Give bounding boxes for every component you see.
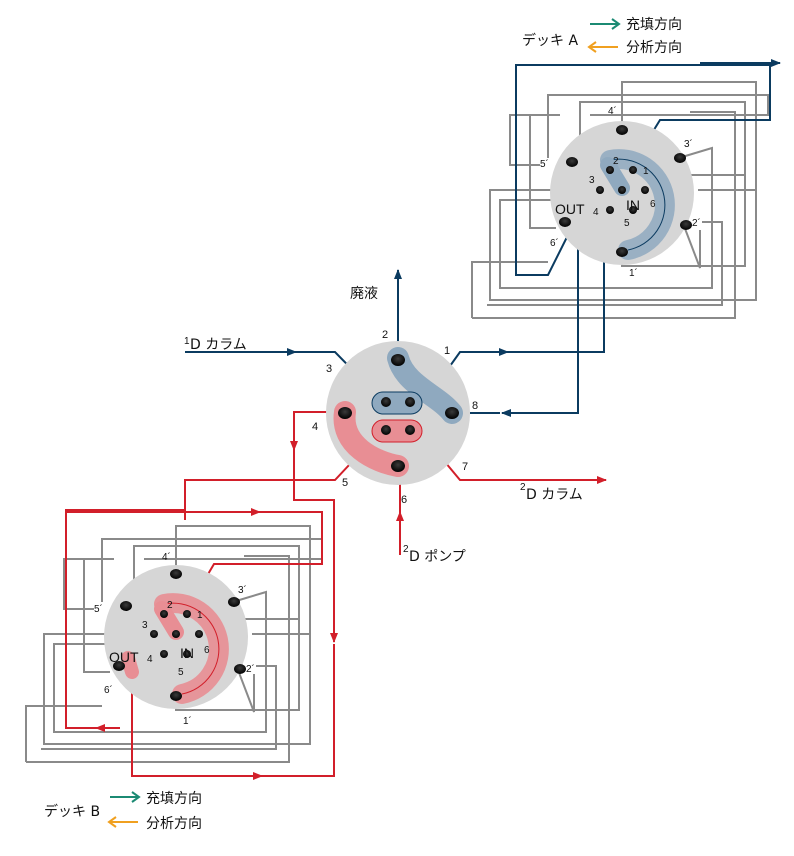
deck-a-legend-analysis: 分析方向 [626,40,682,56]
deck-b-label-3: 3 [142,620,148,631]
deck-a-label-1p: 1´ [629,267,638,279]
waste-label: 廃液 [350,285,378,302]
center-port-2-hole [391,354,405,366]
deck-b-port-3-hole [150,630,158,638]
center-port-5-hole [381,425,391,435]
deck-a-port-6-hole [641,186,649,194]
deck-a-port-2-hole [606,166,614,174]
deck-b-label-2: 2 [167,600,173,611]
deck-b-port-2p-hole [234,664,246,674]
deck-a-label-2p: 2´ [692,217,701,229]
center-label-1: 1 [444,345,450,357]
deck-a-port-2p-hole [680,220,692,230]
deck-b-port-3p-hole [228,597,240,607]
first-d-sup: 1 [184,336,190,347]
center-port-3-hole [381,397,391,407]
deck-b-legend-analysis: 分析方向 [146,816,202,832]
center-groove-4-6 [333,401,409,477]
deck-a-port-1p-hole [616,247,628,257]
deck-a-blue-line [515,64,771,276]
deck-a-out-label: OUT [555,201,585,217]
deck-b-port-1-hole [183,610,191,618]
deck-a-from-center-line [497,255,605,353]
deck-a-port-4-hole [606,206,614,214]
deck-a: 4´ 5´ 3´ 6´ 2´ 1´ 2 1 3 6 4 5 OUT IN デッキ… [471,17,781,417]
center-port-7-hole [405,425,415,435]
deck-b-title: デッキ B [44,803,100,820]
deck-a-to-center-line [501,230,579,417]
deck-b-port-1p-hole [170,691,182,701]
deck-a-legend-fill: 充填方向 [626,17,682,33]
deck-a-port-6p-hole [559,217,571,227]
center-groove-2-8 [387,347,463,424]
deck-a-label-4p: 4´ [608,105,617,117]
deck-b-label-1p: 1´ [183,715,192,727]
deck-b-label-2p: 2´ [246,663,255,675]
center-label-5: 5 [342,477,348,489]
deck-a-label-6p: 6´ [550,237,559,249]
deck-b-label-3p: 3´ [238,584,247,596]
deck-a-label-3: 3 [589,175,595,186]
center-port-8-hole [445,407,459,419]
center-valve: 2 1 3 8 4 7 5 6 廃液 1 D カラム 2 D カラム 2 D ポ… [184,269,607,643]
deck-a-port-1-hole [629,166,637,174]
deck-b-label-6p: 6´ [104,684,113,696]
deck-a-label-6: 6 [650,199,656,210]
deck-a-label-4: 4 [593,207,599,218]
center-label-7: 7 [462,461,468,473]
deck-a-title: デッキ A [522,32,578,49]
port4-to-deck-b-line [290,411,340,451]
deck-a-port-3p-hole [674,153,686,163]
deck-b-port-6-hole [195,630,203,638]
deck-a-in-label: IN [626,197,640,213]
center-label-6: 6 [401,494,407,506]
deck-b-red-outer [65,509,186,729]
deck-b-label-5: 5 [178,667,184,678]
deck-b-in-label: IN [180,645,194,661]
deck-b: 4´ 5´ 3´ 6´ 2´ 1´ 2 1 3 6 4 5 OUT IN デッキ… [25,508,335,832]
deck-a-port-5-hole [629,206,637,214]
deck-b-port-4-hole [160,650,168,658]
first-d-column-label: D カラム [190,337,247,353]
center-label-4: 4 [312,421,318,433]
center-port-6-hole [391,460,405,472]
deck-b-legend-fill: 充填方向 [146,791,202,807]
deck-a-port-3-hole [596,186,604,194]
deck-a-port-center-hole [618,186,626,194]
deck-a-label-3p: 3´ [684,138,693,150]
deck-a-port-5p-hole [566,157,578,167]
deck-b-label-5p: 5´ [94,603,103,615]
deck-b-port-4p-hole [170,569,182,579]
second-d-column-label: D カラム [526,487,583,503]
second-d-column-sup: 2 [520,482,526,493]
deck-b-label-4p: 4´ [162,551,171,563]
center-label-3: 3 [326,363,332,375]
center-label-2: 2 [382,329,388,341]
deck-b-port-2-hole [160,610,168,618]
deck-a-label-2: 2 [613,156,619,167]
deck-a-label-1: 1 [643,166,649,177]
deck-a-label-5p: 5´ [540,158,549,170]
deck-b-label-1: 1 [197,610,203,621]
deck-b-port-5p-hole [120,601,132,611]
center-label-8: 8 [472,400,478,412]
center-port-4-hole [338,407,352,419]
second-d-pump-label: D ポンプ [409,549,466,565]
deck-a-label-5: 5 [624,218,630,229]
second-d-pump-sup: 2 [403,544,409,555]
deck-b-label-4: 4 [147,654,153,665]
deck-a-tubing [471,81,769,319]
deck-b-port-6p-hole [113,661,125,671]
deck-b-port-center-hole [172,630,180,638]
deck-b-label-6: 6 [204,645,210,656]
deck-b-out-label: OUT [109,649,139,665]
center-port-1-hole [405,397,415,407]
deck-a-port-4p-hole [616,125,628,135]
deck-b-port-5-hole [183,650,191,658]
